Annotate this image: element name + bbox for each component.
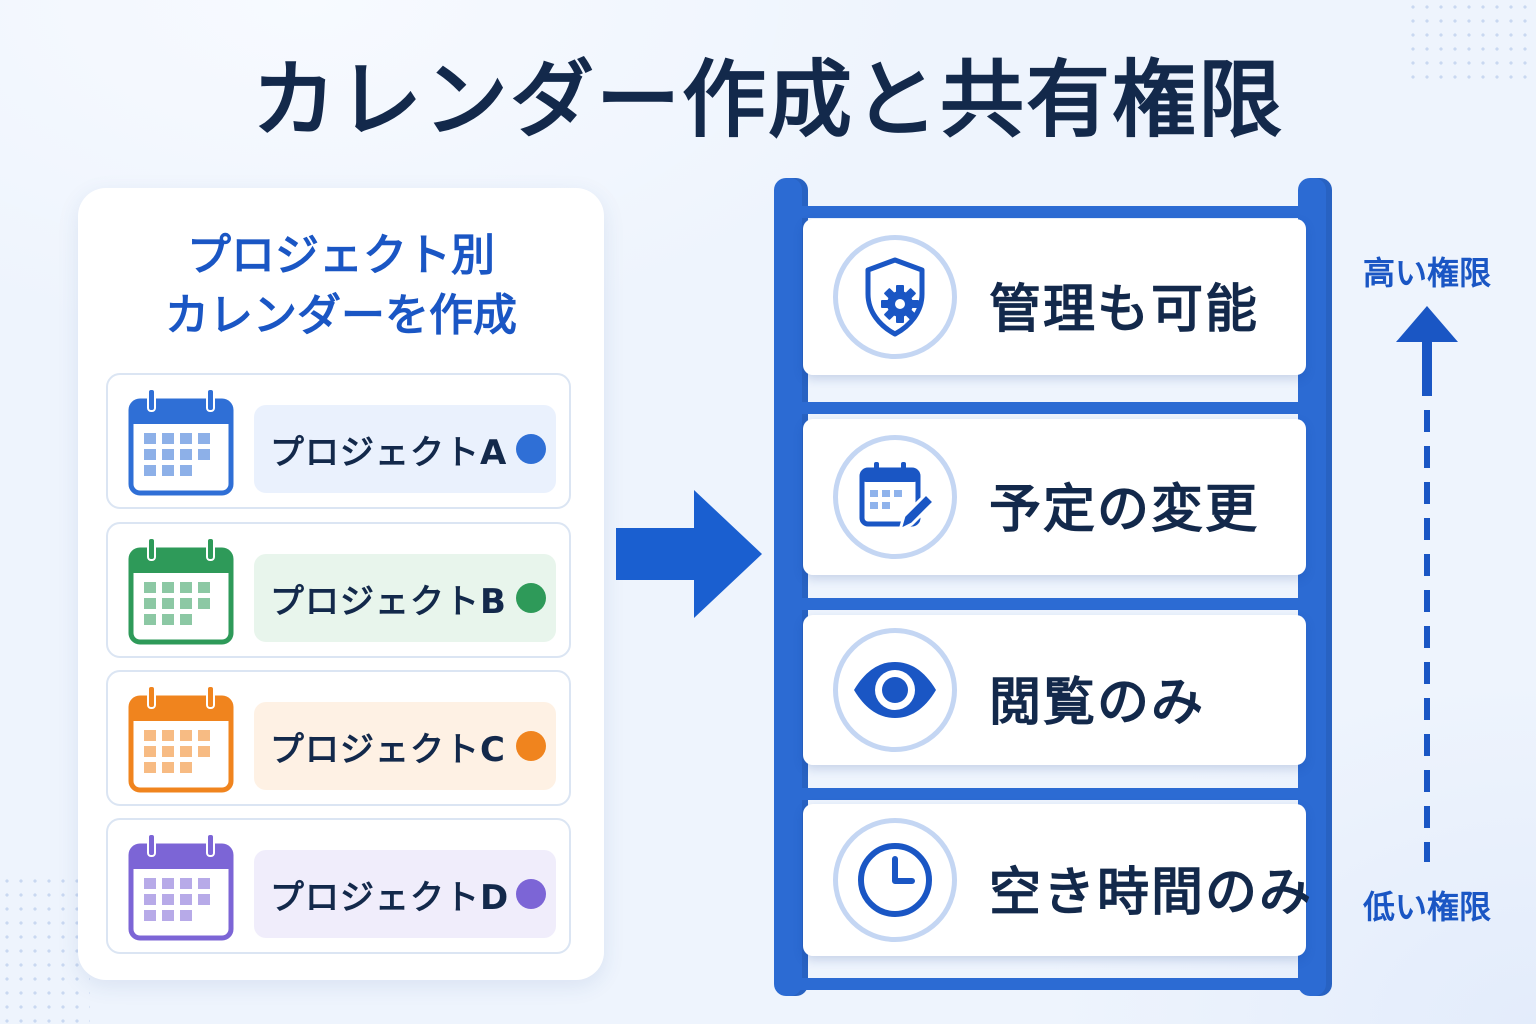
- project-row-b: プロジェクトB: [106, 522, 571, 658]
- color-dot: [516, 434, 546, 464]
- permission-step-admin: 管理も可能: [803, 219, 1306, 375]
- project-pill: プロジェクトD: [254, 850, 556, 938]
- right-arrow-icon: [616, 490, 762, 618]
- project-pill: プロジェクトA: [254, 405, 556, 493]
- dot-pattern: [0, 874, 90, 1024]
- project-row-c: プロジェクトC: [106, 670, 571, 806]
- high-permission-label: 高い権限: [1362, 254, 1491, 292]
- step-label: 管理も可能: [989, 280, 1260, 340]
- panel-heading-line1: プロジェクト別: [187, 230, 495, 281]
- icon-circle: [833, 435, 957, 559]
- icon-circle: [833, 235, 957, 359]
- permission-step-edit: 予定の変更: [803, 419, 1306, 575]
- icon-circle: [833, 818, 957, 942]
- page-title: カレンダー作成と共有権限: [251, 51, 1284, 149]
- calendar-edit-icon: [859, 462, 936, 532]
- ladder-rung: [800, 788, 1308, 800]
- project-row-a: プロジェクトA: [106, 373, 571, 509]
- project-label: プロジェクトD: [270, 877, 510, 918]
- color-dot: [516, 583, 546, 613]
- permission-step-freebusy: 空き時間のみ: [803, 804, 1311, 956]
- up-arrow-icon: [1396, 306, 1458, 862]
- ladder-rung: [800, 978, 1308, 990]
- ladder-rung: [800, 598, 1308, 610]
- shield-gear-icon: [865, 257, 925, 337]
- panel-heading: プロジェクト別 カレンダーを作成: [78, 226, 604, 346]
- project-label: プロジェクトA: [270, 432, 508, 473]
- ladder-rung: [800, 206, 1308, 218]
- ladder-rail-left: [774, 178, 808, 996]
- project-pill: プロジェクトC: [254, 702, 556, 790]
- step-label: 空き時間のみ: [989, 863, 1314, 923]
- color-dot: [516, 731, 546, 761]
- project-row-d: プロジェクトD: [106, 818, 571, 954]
- calendar-icon: [126, 387, 236, 499]
- calendar-icon: [126, 536, 236, 648]
- step-label: 閲覧のみ: [989, 673, 1206, 733]
- project-label: プロジェクトC: [270, 729, 506, 770]
- dot-pattern: [1406, 0, 1536, 80]
- permission-step-view: 閲覧のみ: [803, 615, 1306, 765]
- calendar-icon: [126, 684, 236, 796]
- color-dot: [516, 879, 546, 909]
- clock-icon: [858, 843, 932, 917]
- calendar-icon: [126, 832, 236, 944]
- panel-heading-line2: カレンダーを作成: [165, 290, 517, 341]
- icon-circle: [833, 628, 957, 752]
- ladder-rung: [800, 402, 1308, 414]
- project-label: プロジェクトB: [270, 581, 507, 622]
- low-permission-label: 低い権限: [1362, 888, 1491, 926]
- step-label: 予定の変更: [989, 480, 1260, 540]
- project-pill: プロジェクトB: [254, 554, 556, 642]
- eye-icon: [854, 662, 936, 718]
